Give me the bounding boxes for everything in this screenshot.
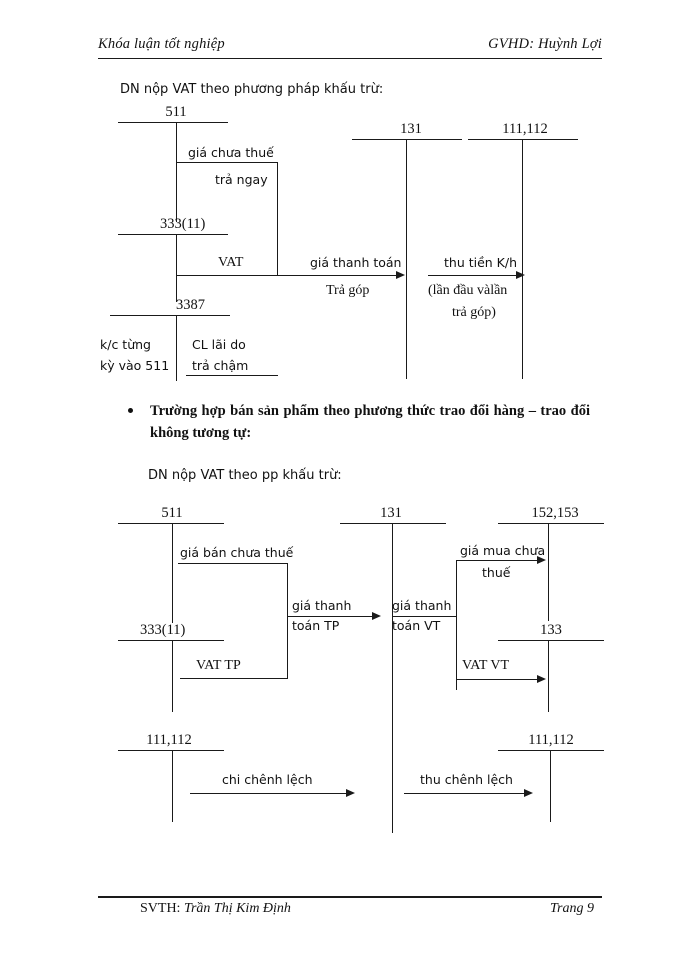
arrow-head-chi-chenh-lech [346, 789, 355, 797]
header-divider [98, 58, 602, 59]
account-label-333: 333(11) [160, 216, 206, 232]
account-3387-stem [176, 315, 177, 381]
label-gia-ban-chua-thue: giá bán chưa thuế [180, 545, 294, 560]
label-cl-lai-do: CL lãi do [192, 337, 246, 352]
account-333-top-bar-d2 [118, 640, 224, 641]
account-131-top-bar-d2 [340, 523, 446, 524]
connector-131-horizontal-vt [392, 616, 456, 617]
account-511-stem-d2 [172, 523, 173, 623]
label-thue: thuế [482, 565, 511, 580]
connector-333-horizontal [176, 275, 277, 276]
label-ky-vao-511: kỳ vào 511 [100, 358, 170, 373]
label-vat: VAT [218, 255, 244, 270]
label-gia-chua-thue: giá chưa thuế [188, 145, 274, 160]
footer-author-prefix: SVTH: [140, 901, 181, 916]
arrow-head-gia-mua [537, 556, 546, 564]
label-gia-thanh-tp: giá thanh [292, 598, 352, 613]
account-131-top-bar [352, 139, 462, 140]
label-tra-cham: trả chậm [192, 358, 249, 373]
arrow-head-vat-vt [537, 675, 546, 683]
footer-author-name: Trần Thị Kim Định [183, 901, 291, 916]
page-header: Khóa luận tốt nghiệp GVHD: Huỳnh Lợi [98, 36, 602, 62]
label-tra-gop-close: trả góp) [452, 305, 496, 320]
account-152153-top-bar [498, 523, 604, 524]
footer-page-number: Trang 9 [550, 901, 594, 916]
label-vat-tp: VAT TP [196, 658, 241, 673]
account-111112-right-top-bar [498, 750, 604, 751]
account-133-top-bar [498, 640, 604, 641]
label-gia-mua-chua: giá mua chưa [460, 543, 546, 558]
account-111112-top-bar [468, 139, 578, 140]
label-toan-tp: toán TP [292, 618, 340, 633]
connector-333-horizontal-d2 [180, 678, 288, 679]
account-333-top-bar [118, 234, 228, 235]
arrow-line-thu-tien-kh [428, 275, 518, 276]
account-131-stem-d2 [392, 523, 393, 833]
account-3387-top-bar [110, 315, 230, 316]
intro-text-2: DN nộp VAT theo pp khấu trừ: [148, 468, 342, 483]
account-333-stem-d2 [172, 640, 173, 712]
arrow-line-tp [288, 616, 374, 617]
arrow-line-gia-mua [457, 560, 539, 561]
connector-vertical-tp [287, 563, 288, 679]
account-3387-bottom-bar [186, 375, 278, 376]
account-131-stem [406, 139, 407, 379]
header-advisor: GVHD: Huỳnh Lợi [488, 36, 602, 52]
account-133-stem [548, 640, 549, 712]
intro-text-1: DN nộp VAT theo phương pháp khấu trừ: [120, 82, 384, 97]
account-111112-left-stem [172, 750, 173, 822]
account-111112-left-top-bar [118, 750, 224, 751]
arrow-line-chi-chenh-lech [190, 793, 348, 794]
label-thu-tien-kh: thu tiền K/h [444, 255, 518, 270]
arrow-line-thu-chenh-lech [404, 793, 526, 794]
account-511-top-bar-d2 [118, 523, 224, 524]
arrow-head-tp [372, 612, 381, 620]
bullet-dot-icon [128, 408, 133, 413]
connector-511-horizontal-d2 [178, 563, 288, 564]
arrow-head-gia-thanh-toan [396, 271, 405, 279]
account-511-stem [176, 122, 177, 222]
label-toan-vt: toán VT [392, 618, 441, 633]
label-tra-gop: Trả góp [326, 283, 370, 298]
connector-511-horizontal [176, 162, 277, 163]
bullet-text-1: Trường hợp bán sản phẩm theo phương thức… [150, 403, 590, 441]
account-label-111112: 111,112 [502, 121, 548, 137]
account-label-511: 511 [165, 104, 187, 120]
account-label-152153: 152,153 [531, 505, 579, 521]
header-thesis-title: Khóa luận tốt nghiệp [98, 36, 225, 52]
label-tra-ngay: trả ngay [215, 172, 268, 187]
account-511-top-bar [118, 122, 228, 123]
account-label-333-d2: 333(11) [140, 622, 186, 638]
arrow-line-gia-thanh-toan [278, 275, 398, 276]
label-kc-tung: k/c từng [100, 337, 151, 352]
label-gia-thanh-toan: giá thanh toán [310, 255, 402, 270]
account-111112-stem [522, 139, 523, 379]
label-lan-dau: (lần đầu vàlần [428, 283, 508, 298]
label-chi-chenh-lech: chi chênh lệch [222, 772, 313, 787]
account-111112-right-stem [550, 750, 551, 822]
footer-author: SVTH: Trần Thị Kim Định [140, 901, 291, 917]
label-vat-vt: VAT VT [462, 658, 510, 673]
account-label-111112-right: 111,112 [528, 732, 574, 748]
arrow-head-thu-tien-kh [516, 271, 525, 279]
account-label-511-d2: 511 [161, 505, 183, 521]
account-152153-stem [548, 523, 549, 621]
account-333-stem [176, 234, 177, 302]
arrow-head-thu-chenh-lech [524, 789, 533, 797]
account-label-131-d2: 131 [380, 505, 402, 521]
page-footer: SVTH: Trần Thị Kim Định Trang 9 [98, 896, 602, 926]
account-label-131: 131 [400, 121, 422, 137]
label-gia-thanh-vt: giá thanh [392, 598, 452, 613]
footer-divider [98, 896, 602, 898]
arrow-line-vat-vt [457, 679, 539, 680]
account-label-3387: 3387 [176, 297, 205, 313]
connector-vertical-left-group [277, 162, 278, 276]
connector-vertical-vt [456, 560, 457, 690]
label-thu-chenh-lech: thu chênh lệch [420, 772, 513, 787]
account-label-111112-left: 111,112 [146, 732, 192, 748]
account-label-133: 133 [540, 622, 562, 638]
